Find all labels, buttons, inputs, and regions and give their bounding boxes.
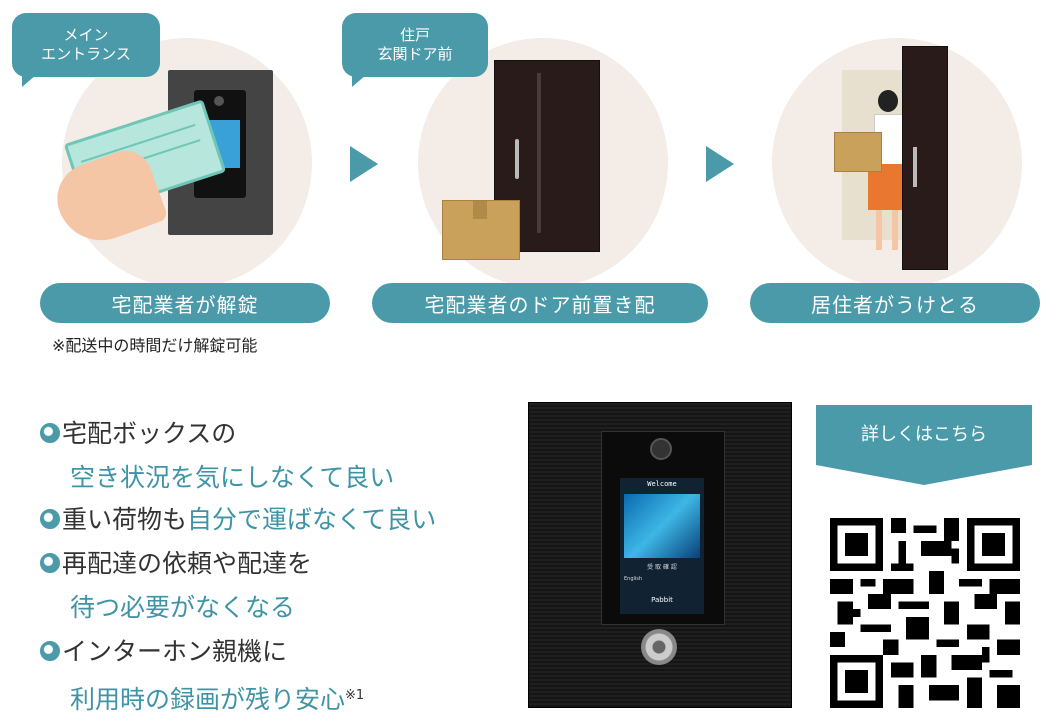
intercom-device-image: Welcome 受 取 確 認 English Pabbit (528, 402, 792, 708)
arrow-right-icon (350, 146, 378, 182)
bubble-unit-door-text: 住戸 玄関ドア前 (377, 26, 453, 63)
qr-code-image[interactable] (818, 506, 1032, 720)
display-title: Welcome (647, 480, 677, 488)
details-banner-label: 詳しくはこちら (861, 424, 987, 445)
device-display: Welcome 受 取 確 認 English Pabbit (620, 478, 704, 614)
arrow-right-icon (706, 146, 734, 182)
qr-code-icon (830, 518, 1020, 708)
feature-2: 重い荷物も自分で運ばなくて良い (40, 498, 436, 542)
bullet-icon (40, 641, 60, 661)
display-jp-row: 受 取 確 認 (647, 564, 677, 571)
package-box-image (834, 132, 882, 172)
camera-icon (650, 438, 672, 460)
details-banner-tip (816, 465, 1032, 485)
intercom-panel (168, 70, 273, 235)
details-banner[interactable]: 詳しくはこちら (816, 405, 1032, 465)
feature-3: 再配達の依頼や配達を 待つ必要がなくなる (40, 542, 312, 630)
step3-label: 居住者がうけとる (750, 283, 1040, 323)
step1-label: 宅配業者が解錠 (40, 283, 330, 323)
key-cylinder-icon (641, 629, 677, 665)
open-door-image (902, 46, 948, 270)
display-lang: English (624, 576, 643, 582)
device-screen-frame: Welcome 受 取 確 認 English Pabbit (601, 431, 725, 625)
bubble-main-entrance: メイン エントランス (12, 13, 160, 87)
step-note: ※配送中の時間だけ解錠可能 (52, 336, 258, 355)
bullet-icon (40, 553, 60, 573)
step2-label: 宅配業者のドア前置き配 (372, 283, 708, 323)
package-box-image (442, 200, 520, 260)
bubble-main-entrance-text: メイン エントランス (41, 26, 131, 63)
feature-4: インターホン親機に 利用時の録画が残り安心※1 (40, 630, 364, 722)
bubble-unit-door: 住戸 玄関ドア前 (342, 13, 488, 87)
feature-1: 宅配ボックスの 空き状況を気にしなくて良い (40, 412, 394, 500)
bullet-icon (40, 509, 60, 529)
bullet-icon (40, 423, 60, 443)
display-brand: Pabbit (651, 596, 673, 604)
